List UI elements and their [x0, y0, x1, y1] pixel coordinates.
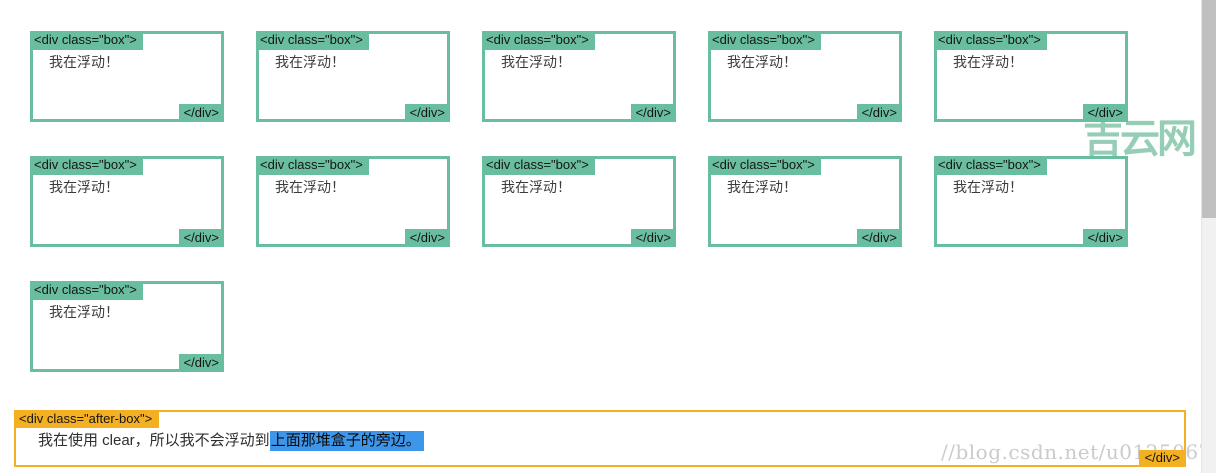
box-close-tag-label: </div> [856, 229, 902, 247]
box-close-tag-label: </div> [1082, 104, 1128, 122]
box-open-tag-label: <div class="box"> [482, 31, 595, 50]
box-content-text: 我在浮动！ [49, 179, 119, 195]
after-box-text: 我在使用 clear，所以我不会浮动到上面那堆盒子的旁边。 [38, 429, 1184, 451]
box-close-tag-label: </div> [1082, 229, 1128, 247]
box-open-tag-label: <div class="box"> [934, 31, 1047, 50]
box-open-tag-label: <div class="box"> [256, 31, 369, 50]
box-close-tag-label: </div> [630, 229, 676, 247]
float-box: <div class="box"> 我在浮动！ </div> [256, 156, 450, 247]
float-box: <div class="box"> 我在浮动！ </div> [482, 156, 676, 247]
box-content-text: 我在浮动！ [953, 54, 1023, 70]
float-box: <div class="box"> 我在浮动！ </div> [30, 156, 224, 247]
box-content-text: 我在浮动！ [501, 179, 571, 195]
box-open-tag-label: <div class="box"> [30, 156, 143, 175]
after-box-text-plain: 我在使用 clear，所以我不会浮动到 [38, 432, 270, 449]
box-open-tag-label: <div class="box"> [934, 156, 1047, 175]
box-content-text: 我在浮动！ [49, 54, 119, 70]
vertical-scrollbar[interactable] [1201, 0, 1216, 473]
box-open-tag-label: <div class="box"> [708, 156, 821, 175]
after-box: <div class="after-box"> 我在使用 clear，所以我不会… [14, 410, 1186, 467]
after-box-text-selected: 上面那堆盒子的旁边。 [269, 431, 424, 451]
box-close-tag-label: </div> [178, 354, 224, 372]
box-close-tag-label: </div> [404, 229, 450, 247]
box-content-text: 我在浮动！ [275, 54, 345, 70]
float-box: <div class="box"> 我在浮动！ </div> [934, 156, 1128, 247]
box-close-tag-label: </div> [856, 104, 902, 122]
box-open-tag-label: <div class="box"> [482, 156, 595, 175]
after-box-close-tag-label: </div> [1138, 450, 1186, 467]
box-close-tag-label: </div> [404, 104, 450, 122]
box-open-tag-label: <div class="box"> [256, 156, 369, 175]
box-open-tag-label: <div class="box"> [30, 281, 143, 300]
box-close-tag-label: </div> [178, 229, 224, 247]
box-content-text: 我在浮动！ [501, 54, 571, 70]
float-box: <div class="box"> 我在浮动！ </div> [30, 281, 224, 372]
box-content-text: 我在浮动！ [727, 54, 797, 70]
float-boxes-container: <div class="box"> 我在浮动！ </div> <div clas… [30, 31, 1196, 406]
float-box: <div class="box"> 我在浮动！ </div> [482, 31, 676, 122]
box-content-text: 我在浮动！ [727, 179, 797, 195]
box-open-tag-label: <div class="box"> [708, 31, 821, 50]
box-close-tag-label: </div> [630, 104, 676, 122]
float-box: <div class="box"> 我在浮动！ </div> [30, 31, 224, 122]
float-box: <div class="box"> 我在浮动！ </div> [256, 31, 450, 122]
box-close-tag-label: </div> [178, 104, 224, 122]
box-content-text: 我在浮动！ [275, 179, 345, 195]
scrollbar-thumb[interactable] [1202, 0, 1216, 218]
box-content-text: 我在浮动！ [49, 304, 119, 320]
float-box: <div class="box"> 我在浮动！ </div> [934, 31, 1128, 122]
box-content-text: 我在浮动！ [953, 179, 1023, 195]
site-watermark: 吉云网 [1083, 117, 1197, 161]
box-open-tag-label: <div class="box"> [30, 31, 143, 50]
after-box-open-tag-label: <div class="after-box"> [14, 410, 160, 428]
float-box: <div class="box"> 我在浮动！ </div> [708, 31, 902, 122]
float-box: <div class="box"> 我在浮动！ </div> [708, 156, 902, 247]
